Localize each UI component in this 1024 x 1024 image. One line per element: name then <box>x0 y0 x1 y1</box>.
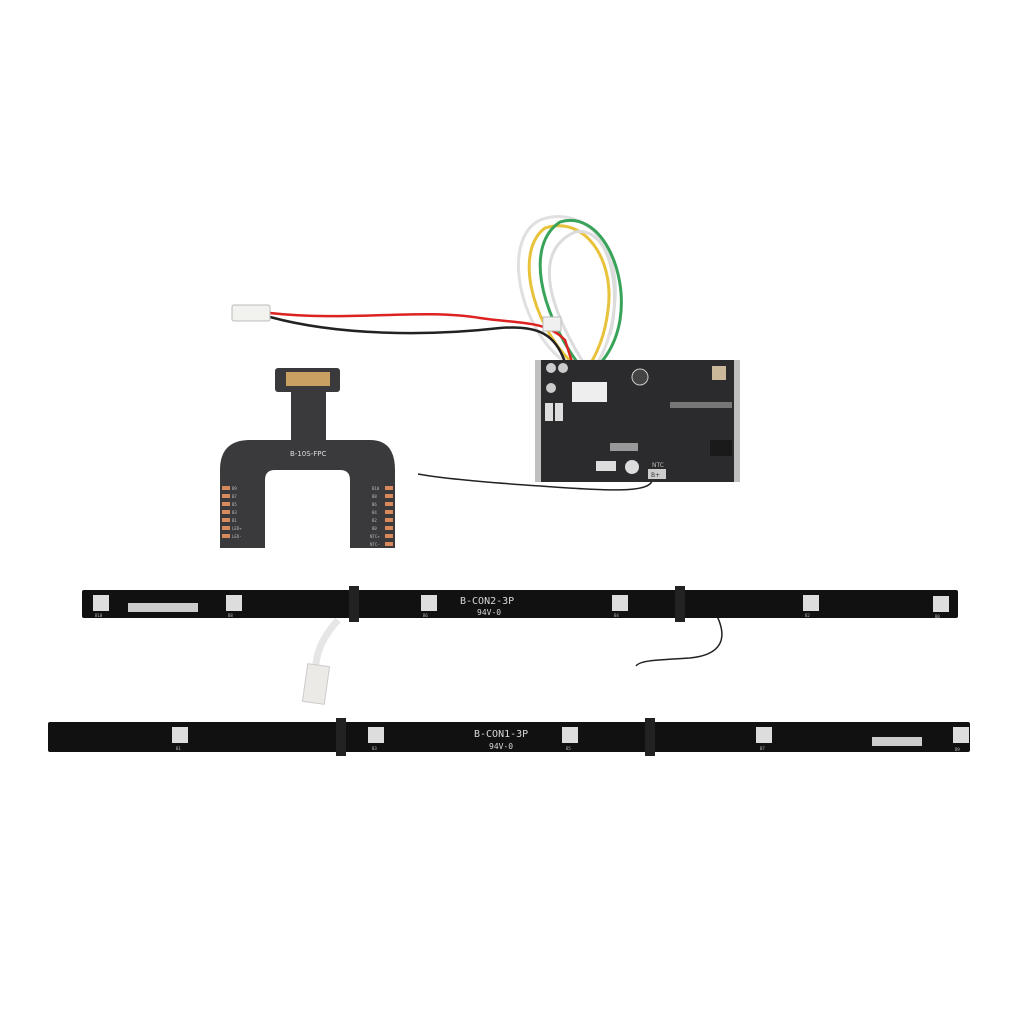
fpc-pad-label: B1 <box>232 518 237 523</box>
power-wires <box>269 311 574 363</box>
pad-label: B0 <box>935 614 940 619</box>
pad-label: B4 <box>614 613 619 618</box>
fpc-pad-label: B2 <box>372 518 377 523</box>
pad-label: B7 <box>760 746 765 751</box>
pad-label: B2 <box>805 613 810 618</box>
ntc-label: NTC <box>652 462 664 469</box>
ntc-wire-board <box>417 473 653 491</box>
fpc-pad-label: B4 <box>372 510 377 515</box>
pad-label: B3 <box>372 746 377 751</box>
strip-bottom-label: B-CON1-3P <box>474 729 528 740</box>
fpc-pad-label: B6 <box>372 502 377 507</box>
pad-label: B1 <box>176 746 181 751</box>
fpc-label: B-10S-FPC <box>290 450 326 458</box>
fpc-pad-label: LED+ <box>232 526 242 531</box>
fpc-pad-label: B7 <box>232 494 237 499</box>
strip-top-label: B-CON2-3P <box>460 596 514 607</box>
fpc-pad-label: LED- <box>232 534 242 539</box>
fpc-pad-label: NTC+ <box>370 534 380 539</box>
pad-label: B9 <box>955 747 960 752</box>
fpc-pad-label: B5 <box>232 502 237 507</box>
ntc-wire-strip <box>635 611 723 667</box>
fpc-pad-label: B3 <box>232 510 237 515</box>
power-connector <box>231 304 271 322</box>
bms-board: NTC B+ <box>535 360 740 482</box>
pad-label: B8 <box>228 613 233 618</box>
fpc-pad-label: B9 <box>232 486 237 491</box>
pad-label: B6 <box>423 613 428 618</box>
fpc-pad-label: B0 <box>372 526 377 531</box>
small-connector <box>542 316 562 332</box>
sense-label: B+ <box>651 472 660 479</box>
strip-top: B-CON2-3P 94V-0 B10 B8 B6 B4 B2 B0 <box>82 586 958 622</box>
cable-label <box>301 663 331 705</box>
fpc-pad-label: B10 <box>372 486 380 491</box>
strip-top-rating: 94V-0 <box>477 608 501 617</box>
fpc-pad-label: B8 <box>372 494 377 499</box>
fpc-cable: B-10S-FPC B9 B7 B5 B3 B1 LED+ LED- B10 B… <box>220 368 395 548</box>
pad-label: B10 <box>95 613 103 618</box>
balance-wires <box>517 215 623 374</box>
strip-bottom: B-CON1-3P 94V-0 B1 B3 B5 B7 B9 <box>48 718 970 756</box>
strip-bottom-rating: 94V-0 <box>489 742 513 751</box>
pad-label: B5 <box>566 746 571 751</box>
fpc-pad-label: NTC- <box>370 542 380 547</box>
